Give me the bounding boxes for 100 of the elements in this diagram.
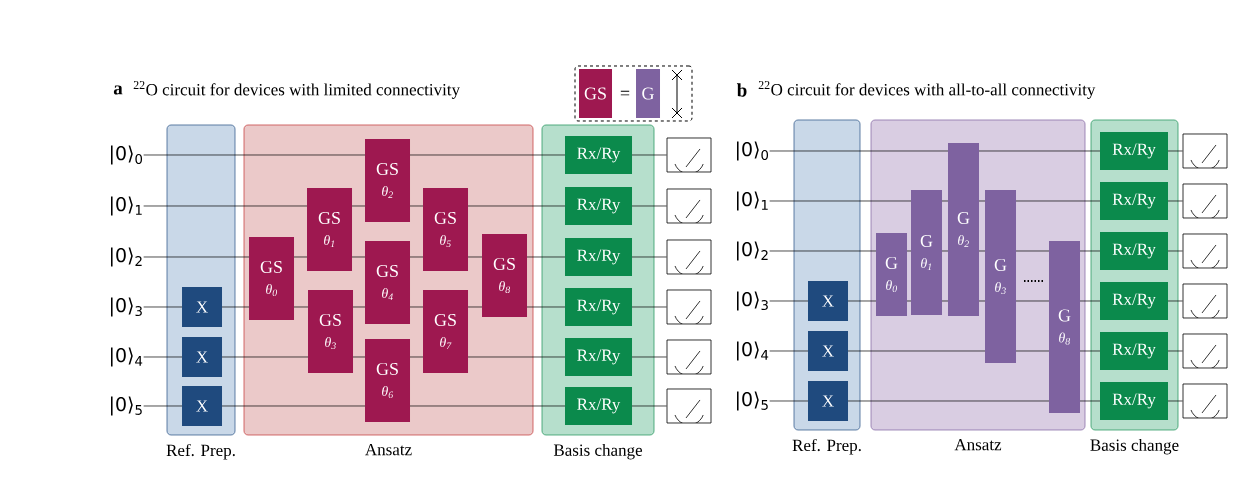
qubit-wire — [467, 356, 566, 358]
qubit-wire — [351, 256, 366, 258]
qubit-wire — [941, 200, 949, 202]
qubit-wire — [221, 306, 250, 308]
qubit-wire — [847, 300, 877, 302]
qubit-wire — [847, 400, 1050, 402]
node-label: Ref. Prep. — [792, 438, 861, 455]
qubit-wire — [143, 256, 250, 258]
node-label: Ansatz — [954, 438, 1002, 451]
qubit-wire — [1167, 250, 1183, 252]
qubit-wire — [1079, 300, 1101, 302]
panel-title: $^{22}$O circuit for devices with limited connectivity — [133, 81, 460, 99]
gate-box: G θ$_{8}$ — [1049, 241, 1080, 413]
gate-box: G θ$_{2}$ — [948, 143, 979, 316]
qubit-wire — [221, 405, 366, 407]
dashed-frame — [574, 65, 693, 122]
gate-box: GS θ$_{1}$ — [307, 188, 352, 271]
qubit-wire — [409, 405, 566, 407]
measurement-box — [666, 188, 712, 224]
measurement-box — [666, 388, 712, 424]
qubit-label: |0⟩$_{4}$ — [737, 341, 769, 361]
qubit-wire — [769, 250, 877, 252]
qubit-wire — [941, 250, 949, 252]
qubit-wire — [1079, 350, 1101, 352]
node-label: Ref. Prep. — [166, 443, 235, 460]
measurement-box — [666, 339, 712, 375]
gate-box: GS θ$_{4}$ — [365, 241, 410, 324]
qubit-wire — [409, 256, 424, 258]
gate-box: X — [182, 287, 222, 327]
panel-letter: a — [113, 85, 123, 95]
qubit-wire — [978, 200, 986, 202]
gate-box: GS θ$_{7}$ — [423, 290, 468, 373]
qubit-wire — [631, 306, 667, 308]
qubit-wire — [467, 205, 566, 207]
gate-box: X — [182, 337, 222, 377]
qubit-wire — [631, 405, 667, 407]
qubit-wire — [631, 205, 667, 207]
measurement-box — [666, 289, 712, 325]
qubit-wire — [1167, 300, 1183, 302]
gate-box: Rx/Ry — [1100, 382, 1168, 420]
qubit-wire — [978, 300, 986, 302]
qubit-wire — [1015, 350, 1050, 352]
qubit-wire — [467, 306, 483, 308]
gate-box: GS θ$_{8}$ — [482, 234, 527, 317]
gate-box: Rx/Ry — [1100, 182, 1168, 220]
qubit-wire — [351, 205, 366, 207]
gate-box: G θ$_{3}$ — [985, 190, 1016, 363]
gate-box: GS — [579, 69, 612, 118]
measurement-box — [666, 239, 712, 275]
qubit-label: |0⟩$_{3}$ — [737, 291, 768, 311]
measurement-box — [1182, 283, 1228, 319]
gate-box: Rx/Ry — [565, 387, 632, 425]
qubit-wire — [769, 350, 809, 352]
qubit-wire — [769, 150, 949, 152]
gate-box: GS θ$_{6}$ — [365, 339, 410, 422]
qubit-label: |0⟩$_{1}$ — [111, 196, 142, 216]
qubit-label: |0⟩$_{4}$ — [111, 347, 143, 367]
qubit-wire — [1167, 150, 1183, 152]
qubit-wire — [467, 256, 483, 258]
qubit-label: |0⟩$_{5}$ — [111, 396, 142, 416]
qubit-wire — [409, 306, 424, 308]
gate-box: Rx/Ry — [565, 288, 632, 326]
panel-title: $^{22}$O circuit for devices with all-to-all connectivity — [758, 81, 1096, 99]
gate-box: X — [808, 281, 848, 321]
gate-box: Rx/Ry — [1100, 132, 1168, 170]
qubit-wire — [1167, 350, 1183, 352]
qubit-label: |0⟩$_{1}$ — [737, 191, 768, 211]
qubit-wire — [1079, 400, 1101, 402]
qubit-wire — [1015, 250, 1050, 252]
gate-box: GS θ$_{0}$ — [249, 237, 294, 320]
qubit-wire — [221, 356, 309, 358]
qubit-wire — [143, 405, 183, 407]
gate-box: GS θ$_{3}$ — [308, 290, 353, 373]
qubit-wire — [769, 400, 809, 402]
qubit-wire — [631, 154, 667, 156]
gate-box: G — [636, 69, 660, 118]
equals-sign: = — [620, 90, 630, 96]
qubit-wire — [293, 256, 308, 258]
qubit-wire — [293, 306, 309, 308]
panel-letter: b — [736, 83, 747, 97]
qubit-label: |0⟩$_{0}$ — [111, 145, 143, 165]
qubit-wire — [1015, 300, 1050, 302]
qubit-wire — [409, 356, 424, 358]
qubit-wire — [769, 200, 912, 202]
gate-box: Rx/Ry — [565, 338, 632, 376]
gate-box: Rx/Ry — [1100, 332, 1168, 370]
qubit-wire — [143, 205, 308, 207]
qubit-wire — [352, 356, 366, 358]
qubit-wire — [769, 300, 809, 302]
measurement-box — [1182, 183, 1228, 219]
qubit-wire — [409, 205, 424, 207]
qubit-wire — [526, 256, 566, 258]
qubit-wire — [631, 256, 667, 258]
qubit-wire — [1167, 200, 1183, 202]
qubit-wire — [409, 154, 566, 156]
gate-box: Rx/Ry — [565, 136, 632, 174]
qubit-wire — [143, 154, 366, 156]
qubit-label: |0⟩$_{2}$ — [737, 241, 768, 261]
gate-box: GS θ$_{2}$ — [365, 139, 410, 222]
node-label: Basis change — [1090, 438, 1179, 455]
